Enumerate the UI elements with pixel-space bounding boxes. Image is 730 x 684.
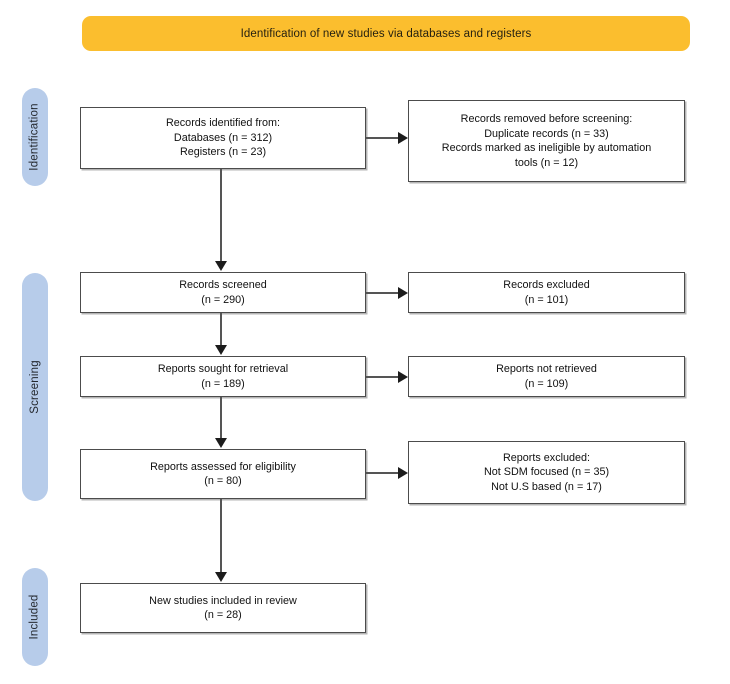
arrowhead-sought-to-assessed bbox=[215, 438, 227, 448]
records-removed-line-2: Duplicate records (n = 33) bbox=[484, 127, 609, 140]
records-excluded-line-1: Records excluded bbox=[503, 279, 590, 291]
arrowhead-assessed-to-excluded bbox=[398, 467, 408, 479]
stage-label-included: Included bbox=[29, 594, 41, 640]
records-identified-line-3: Registers (n = 23) bbox=[179, 146, 267, 159]
stage-pill-included: Included bbox=[22, 568, 48, 666]
records-identified-line-1: Records identified from: bbox=[165, 117, 281, 130]
reports-excluded-line-3: Not U.S based (n = 17) bbox=[491, 480, 602, 493]
arrowhead-identified-to-removed bbox=[398, 132, 408, 144]
arrowhead-assessed-to-included bbox=[215, 572, 227, 582]
records-removed-line-4: tools (n = 12) bbox=[514, 156, 579, 169]
connector-screened-to-sought bbox=[220, 313, 222, 346]
node-reports-sought: Reports sought for retrieval (n = 189) bbox=[80, 356, 366, 397]
new-studies-included-line-1: New studies included in review bbox=[149, 594, 297, 607]
reports-excluded-line-1: Reports excluded: bbox=[502, 451, 591, 464]
reports-excluded-line-2: Not SDM focused (n = 35) bbox=[483, 466, 610, 479]
stage-label-screening: Screening bbox=[29, 360, 41, 414]
arrowhead-screened-to-excluded bbox=[398, 287, 408, 299]
arrowhead-identified-to-screened bbox=[215, 261, 227, 271]
reports-assessed-line-1: Reports assessed for eligibility bbox=[150, 460, 296, 473]
connector-identified-to-screened bbox=[220, 169, 222, 262]
connector-assessed-to-included bbox=[220, 499, 222, 573]
connector-sought-to-not-retrieved bbox=[366, 376, 399, 378]
diagram-banner: Identification of new studies via databa… bbox=[82, 16, 690, 51]
reports-sought-line-1: Reports sought for retrieval bbox=[157, 363, 289, 375]
reports-not-retrieved-line-2: (n = 109) bbox=[524, 377, 569, 390]
records-removed-line-1: Records removed before screening: bbox=[460, 113, 633, 125]
stage-pill-screening: Screening bbox=[22, 273, 48, 501]
records-screened-line-2: (n = 290) bbox=[201, 293, 245, 306]
node-reports-not-retrieved: Reports not retrieved (n = 109) bbox=[408, 356, 685, 397]
connector-identified-to-removed bbox=[366, 137, 399, 139]
connector-sought-to-assessed bbox=[220, 397, 222, 439]
node-records-screened: Records screened (n = 290) bbox=[80, 272, 366, 313]
new-studies-included-line-2: (n = 28) bbox=[204, 609, 242, 621]
stage-pill-identification: Identification bbox=[22, 88, 48, 186]
reports-not-retrieved-line-1: Reports not retrieved bbox=[496, 363, 597, 375]
node-new-studies-included: New studies included in review (n = 28) bbox=[80, 583, 366, 633]
node-reports-assessed: Reports assessed for eligibility (n = 80… bbox=[80, 449, 366, 499]
records-identified-line-2: Databases (n = 312) bbox=[173, 131, 273, 144]
reports-assessed-line-2: (n = 80) bbox=[204, 475, 242, 487]
reports-sought-line-2: (n = 189) bbox=[201, 377, 245, 390]
stage-label-identification: Identification bbox=[29, 103, 41, 171]
connector-assessed-to-excluded bbox=[366, 472, 399, 474]
connector-screened-to-excluded bbox=[366, 292, 399, 294]
node-records-identified: Records identified from: Databases (n = … bbox=[80, 107, 366, 169]
records-screened-line-1: Records screened bbox=[179, 279, 267, 291]
node-records-excluded: Records excluded (n = 101) bbox=[408, 272, 685, 313]
arrowhead-screened-to-sought bbox=[215, 345, 227, 355]
banner-label: Identification of new studies via databa… bbox=[240, 27, 532, 40]
arrowhead-sought-to-not-retrieved bbox=[398, 371, 408, 383]
records-excluded-line-2: (n = 101) bbox=[524, 293, 569, 306]
node-records-removed: Records removed before screening: Duplic… bbox=[408, 100, 685, 182]
records-removed-line-3: Records marked as ineligible by automati… bbox=[441, 142, 652, 154]
node-reports-excluded: Reports excluded: Not SDM focused (n = 3… bbox=[408, 441, 685, 504]
